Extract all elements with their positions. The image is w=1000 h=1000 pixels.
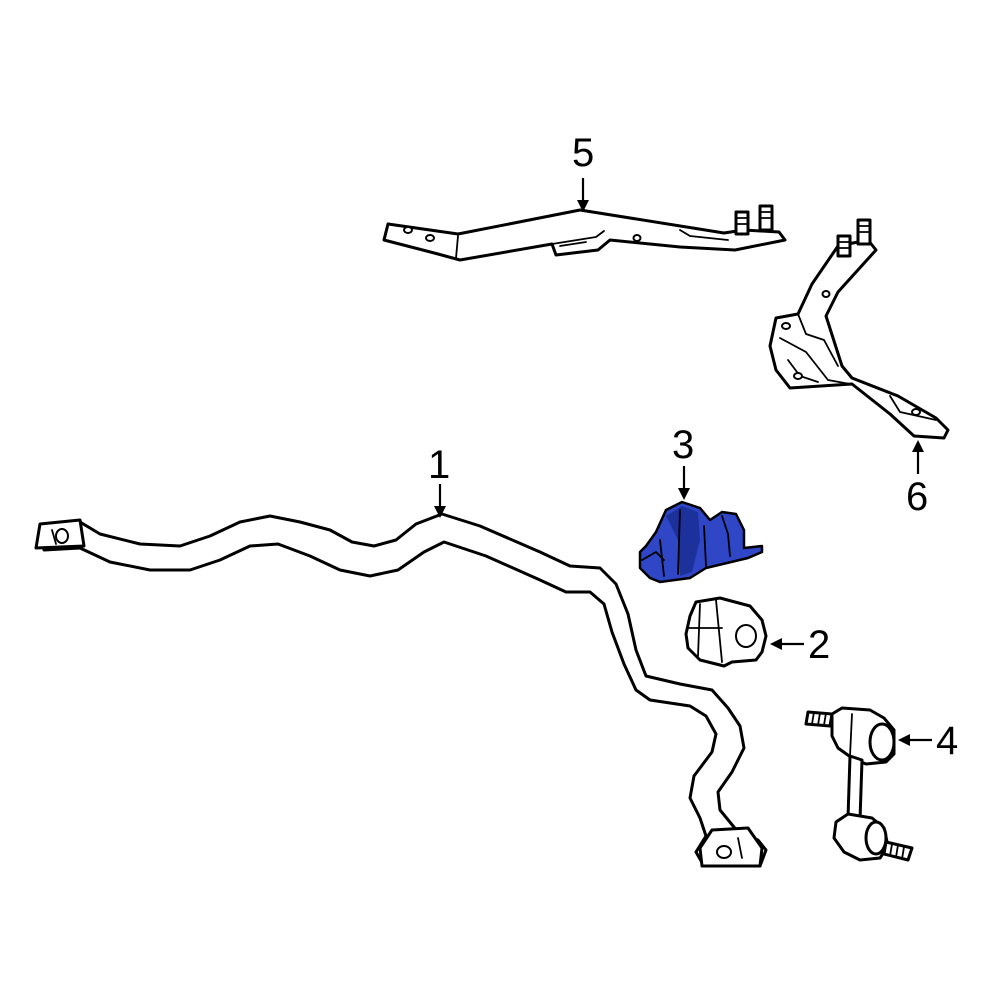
part-4-stabilizer-link[interactable] [804,706,914,862]
callout-2: 2 [808,623,830,667]
callout-5: 5 [572,131,594,175]
part-3-shade [666,506,700,576]
part-5-bracket[interactable] [382,204,787,262]
part-3-bushing-bracket[interactable] [638,500,764,584]
callout-leaders [434,178,932,746]
part-3-body [638,500,764,584]
callout-1: 1 [428,443,450,487]
part-6-stud [836,218,872,258]
part-1-stabilizer-bar[interactable] [34,512,768,868]
part-6-bracket[interactable] [768,218,950,440]
part-1-right-end [698,826,764,868]
callout-6: 6 [906,475,928,519]
part-2-bushing[interactable] [684,596,768,668]
callout-3: 3 [672,423,694,467]
callout-4: 4 [936,719,958,763]
part-5-stud [734,204,774,236]
part-1-left-end [34,518,86,550]
